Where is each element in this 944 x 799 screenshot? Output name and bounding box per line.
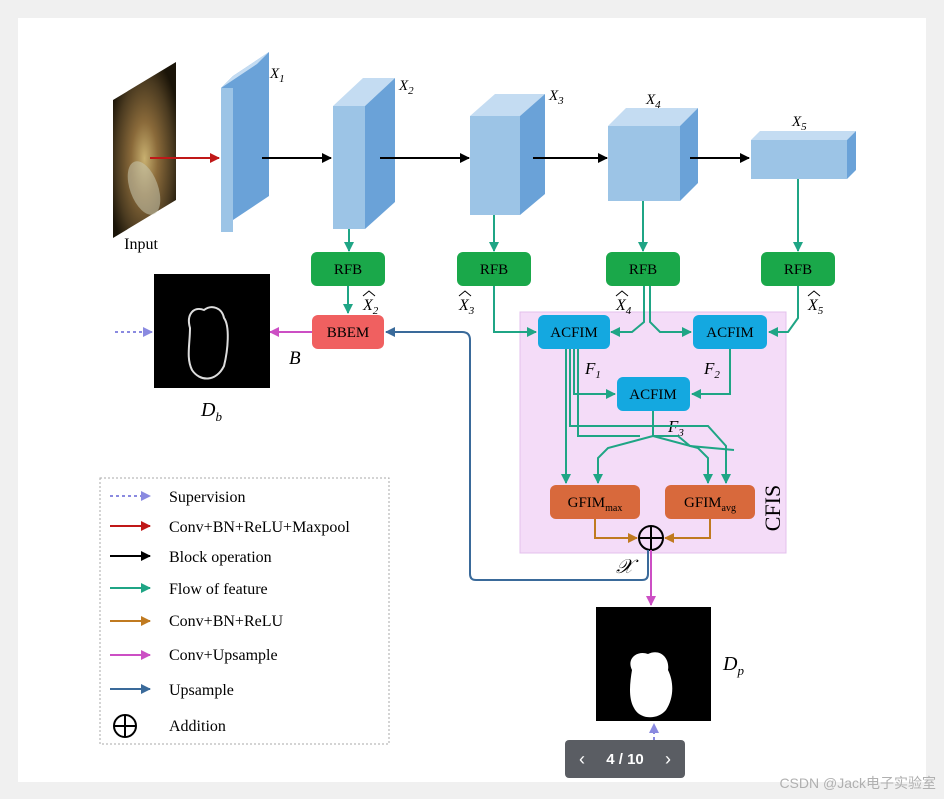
flow-f3-gfim-avg xyxy=(652,435,713,484)
svg-text:Conv+BN+ReLU: Conv+BN+ReLU xyxy=(169,613,283,630)
x4-hat-label: X4 xyxy=(615,297,632,317)
x3-hat-label: X3 xyxy=(458,297,475,317)
rfb-block-3: RFB xyxy=(606,252,680,286)
svg-text:Block operation: Block operation xyxy=(169,549,272,566)
x3-label: X3 xyxy=(548,88,564,107)
legend-item-flow: Flow of feature xyxy=(110,581,268,598)
architecture-diagram: CFIS Input X1 X2 X3 X4 xyxy=(99,52,856,758)
rfb-block-2: RFB xyxy=(457,252,531,286)
acfim-block-3: ACFIM xyxy=(617,377,690,411)
db-label: Db xyxy=(200,399,222,424)
legend-item-conv-upsample: Conv+Upsample xyxy=(110,647,278,664)
legend-item-supervision: Supervision xyxy=(110,489,245,506)
gfim-max-block: GFIMmax xyxy=(550,485,640,519)
feature-block-x5 xyxy=(751,131,856,179)
flow-rfb2-acfim1 xyxy=(493,286,537,337)
f2-label: F2 xyxy=(703,359,720,381)
svg-text:RFB: RFB xyxy=(784,262,812,278)
upsample-to-bbem-arrow xyxy=(385,327,649,581)
svg-text:RFB: RFB xyxy=(629,262,657,278)
image-pager: ‹ 4 / 10 › xyxy=(565,740,685,778)
watermark: CSDN @Jack电子实验室 xyxy=(779,775,936,791)
flow-acfim2-acfim3 xyxy=(691,349,731,399)
svg-text:Supervision: Supervision xyxy=(169,489,245,506)
svg-text:Flow of feature: Flow of feature xyxy=(169,581,268,598)
legend-item-conv-bn-relu: Conv+BN+ReLU xyxy=(110,613,283,630)
legend-box xyxy=(99,477,390,745)
gfim-avg-block: GFIMavg xyxy=(665,485,755,519)
input-image xyxy=(113,62,176,238)
svg-text:Upsample: Upsample xyxy=(169,682,234,699)
svg-text:ACFIM: ACFIM xyxy=(629,387,677,403)
x2-hat-label: X2 xyxy=(362,297,379,317)
prev-page-button[interactable]: ‹ xyxy=(579,748,585,769)
svg-text:ACFIM: ACFIM xyxy=(550,325,598,341)
b-label: B xyxy=(289,348,301,369)
svg-text:RFB: RFB xyxy=(480,262,508,278)
flow-rfb4-acfim2 xyxy=(768,286,799,337)
addition-icon xyxy=(638,525,664,551)
svg-text:Addition: Addition xyxy=(169,718,226,735)
acfim-block-1: ACFIM xyxy=(538,315,610,349)
cfis-label: CFIS xyxy=(760,485,785,531)
feature-block-x3 xyxy=(470,94,545,215)
svg-text:Conv+Upsample: Conv+Upsample xyxy=(169,647,278,664)
svg-text:BBEM: BBEM xyxy=(327,325,370,341)
flow-f2-gfim-avg xyxy=(653,435,735,451)
svg-text:RFB: RFB xyxy=(334,262,362,278)
input-label: Input xyxy=(124,236,158,253)
flow-f1-gfim-avg xyxy=(569,349,731,484)
page-indicator: 4 / 10 xyxy=(606,750,644,768)
feature-block-x1 xyxy=(221,52,269,232)
flow-rfb3-acfim1 xyxy=(610,286,645,337)
flow-acfim1-acfim3 xyxy=(573,349,616,399)
feature-block-x2 xyxy=(333,78,395,229)
dp-label: Dp xyxy=(722,653,744,678)
x5-label: X5 xyxy=(791,114,807,133)
svg-text:Conv+BN+ReLU+Maxpool: Conv+BN+ReLU+Maxpool xyxy=(169,519,350,536)
x5-hat-label: X5 xyxy=(807,297,824,317)
svg-text:GFIMavg: GFIMavg xyxy=(684,495,736,514)
boundary-map-db xyxy=(154,274,270,388)
legend-item-maxpool: Conv+BN+ReLU+Maxpool xyxy=(110,519,350,536)
figure-card: CFIS Input X1 X2 X3 X4 xyxy=(18,18,926,782)
gfim-avg-to-add xyxy=(664,519,711,543)
x2-label: X2 xyxy=(398,78,414,97)
next-page-button[interactable]: › xyxy=(665,748,671,769)
f1-label: F1 xyxy=(584,359,601,381)
prediction-map-dp xyxy=(596,607,711,721)
gfim-max-to-add xyxy=(594,519,638,543)
svg-text:ACFIM: ACFIM xyxy=(706,325,754,341)
flow-rfb3-acfim2 xyxy=(649,286,692,337)
rfb-block-1: RFB xyxy=(311,252,385,286)
acfim-block-2: ACFIM xyxy=(693,315,767,349)
svg-text:GFIMmax: GFIMmax xyxy=(568,495,623,514)
x1-label: X1 xyxy=(269,66,285,85)
feature-block-x4 xyxy=(608,108,698,201)
x4-label: X4 xyxy=(645,92,661,111)
bbem-block: BBEM xyxy=(312,315,384,349)
legend-item-addition: Addition xyxy=(113,714,226,738)
legend-item-upsample: Upsample xyxy=(110,682,234,699)
legend-item-block-operation: Block operation xyxy=(110,549,272,566)
flow-f3-gfim-max xyxy=(593,435,654,484)
x-cal-label: 𝒳 xyxy=(616,556,639,578)
rfb-block-4: RFB xyxy=(761,252,835,286)
flow-f2-gfim-max xyxy=(577,349,640,437)
